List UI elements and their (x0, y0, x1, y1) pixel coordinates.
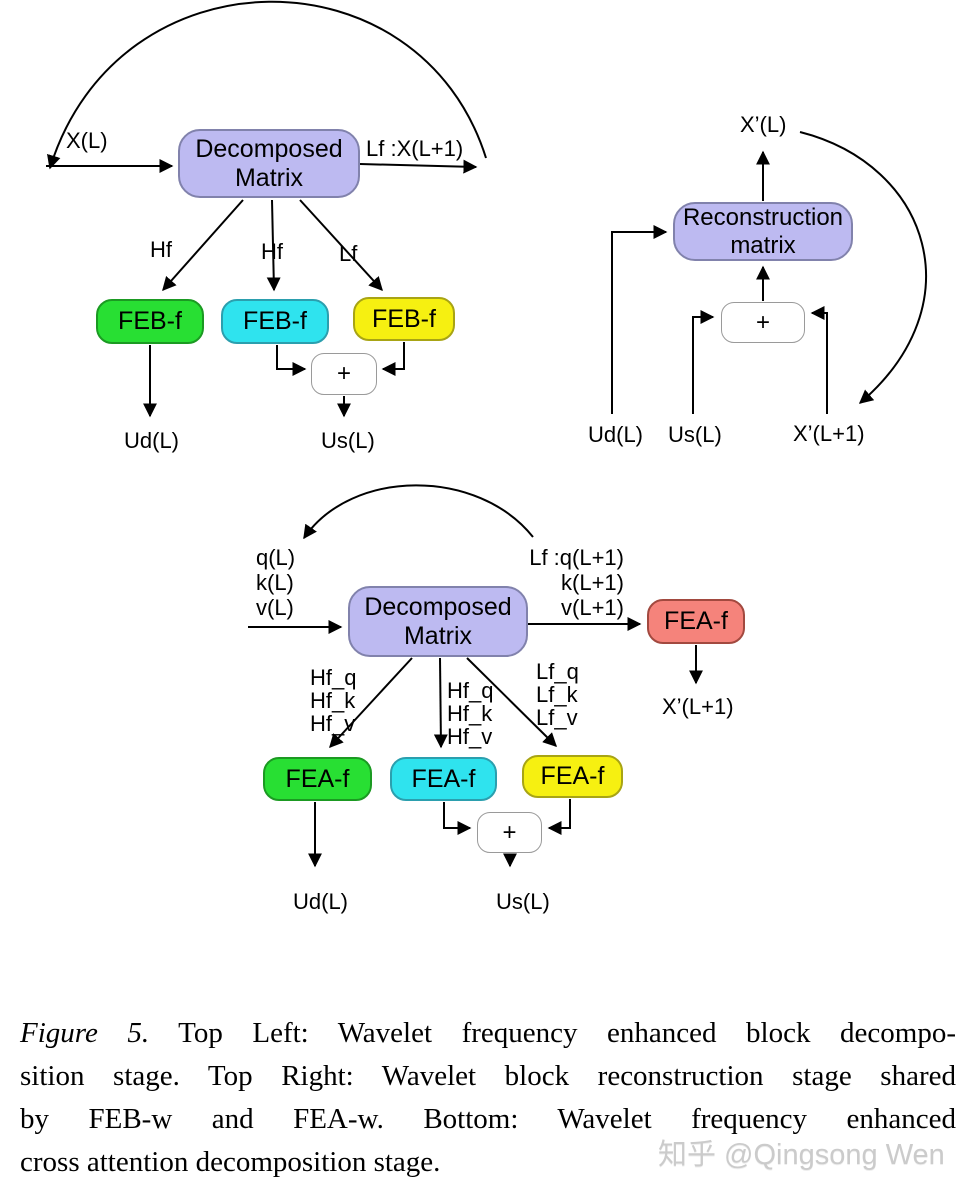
branch-hf-left (162, 199, 244, 292)
label-hf-left: Hf (150, 237, 172, 262)
label-hf-mid: Hf (261, 239, 283, 264)
label-udl-bottom: Ud(L) (293, 889, 349, 914)
branch-lf-right (299, 199, 383, 292)
qkv-input-labels: q(L) k(L) v(L) (256, 545, 295, 620)
arc-feedback-top-left (47, 0, 487, 170)
plus-node-top-right: + (721, 302, 805, 343)
label-xl-recon-output: X’(L) (740, 112, 787, 137)
fea-f-block-green: FEA-f (263, 757, 372, 801)
arc-xl-to-xl1 (799, 131, 927, 404)
label-xl1-bottom: X’(L+1) (662, 694, 734, 719)
arrow-feb-cyan-to-plus (276, 345, 307, 376)
label-hfk-mid: Hf_k (447, 701, 493, 726)
caption-line-1: Figure 5. Top Left: Wavelet frequency en… (20, 1012, 956, 1055)
label-hfq-left: Hf_q (310, 665, 357, 690)
decomposed-matrix-box-bottom: Decomposed Matrix (348, 586, 528, 657)
label-xl-input: X(L) (66, 128, 108, 153)
arc-feedback-bottom (303, 484, 534, 540)
arrow-usl-to-plus (692, 310, 715, 414)
arrow-xl1-to-plus (810, 306, 828, 414)
figure-number-label: Figure 5. (20, 1017, 150, 1049)
decomposed-matrix-box-top: Decomposed Matrix (178, 129, 360, 198)
fea-f-block-yellow: FEA-f (522, 755, 623, 798)
label-hfv-mid: Hf_v (447, 724, 493, 749)
feb-f-block-green: FEB-f (96, 299, 204, 344)
label-xl1-recon-input: X’(L+1) (793, 421, 865, 446)
label-kl: k(L) (256, 570, 294, 595)
label-udl-recon-input: Ud(L) (588, 422, 644, 447)
arrow-fea-yellow-to-plus (547, 799, 571, 835)
caption-line-4: cross attention decomposition stage. (20, 1146, 441, 1178)
label-vl: v(L) (256, 595, 294, 620)
fea-f-block-cyan: FEA-f (390, 757, 497, 801)
lf-qkv-output-labels: Lf :q(L+1) k(L+1) v(L+1) (519, 545, 624, 620)
branch-hf-mid-bottom (433, 657, 448, 749)
label-hfq-mid: Hf_q (447, 678, 494, 703)
plus-node-bottom: + (477, 812, 542, 853)
plus-node-top-left: + (311, 353, 377, 395)
lf-stack-right: Lf_q Lf_k Lf_v (536, 660, 579, 729)
caption-line-3: by FEB-w and FEA-w. Bottom: Wavelet freq… (20, 1103, 956, 1135)
arrow-feb-yellow-to-plus (381, 342, 405, 376)
label-kl1: k(L+1) (561, 570, 624, 595)
hf-stack-mid: Hf_q Hf_k Hf_v (447, 679, 493, 748)
label-hfk-left: Hf_k (310, 688, 356, 713)
label-lfq-right: Lf_q (536, 659, 579, 684)
branch-lf-right-bottom (466, 657, 557, 747)
feb-f-block-yellow: FEB-f (353, 297, 455, 341)
label-usl-bottom: Us(L) (496, 889, 550, 914)
label-usl-recon-input: Us(L) (668, 422, 722, 447)
label-udl-top-left: Ud(L) (124, 428, 180, 453)
label-lfv-right: Lf_v (536, 705, 578, 730)
figure-caption: Figure 5. Top Left: Wavelet frequency en… (20, 1012, 956, 1184)
zhihu-watermark: 知乎 @Qingsong Wen (658, 1139, 945, 1171)
branch-hf-mid (266, 199, 281, 292)
caption-line-2: sition stage. Top Right: Wavelet block r… (20, 1060, 956, 1092)
arrow-lf-output (359, 159, 478, 174)
label-usl-top-left: Us(L) (321, 428, 375, 453)
reconstruction-matrix-box: Reconstruction matrix (673, 202, 853, 261)
feb-f-block-cyan: FEB-f (221, 299, 329, 344)
label-lfk-right: Lf_k (536, 682, 578, 707)
label-lf-ql1: Lf :q(L+1) (529, 545, 624, 570)
label-ql: q(L) (256, 545, 296, 570)
fea-f-block-red: FEA-f (647, 599, 745, 644)
arrow-fea-cyan-to-plus (443, 802, 472, 835)
caption-line-1-text: Top Left: Wavelet frequency enhanced blo… (149, 1017, 956, 1049)
arrow-udl-to-recon (611, 225, 668, 414)
label-hfv-left: Hf_v (310, 711, 356, 736)
branch-hf-left-bottom (329, 657, 413, 749)
label-lf-right: Lf (339, 241, 358, 266)
hf-stack-left: Hf_q Hf_k Hf_v (310, 666, 356, 735)
label-vl1: v(L+1) (561, 595, 624, 620)
label-lf-xl1-output: Lf :X(L+1) (366, 136, 464, 161)
